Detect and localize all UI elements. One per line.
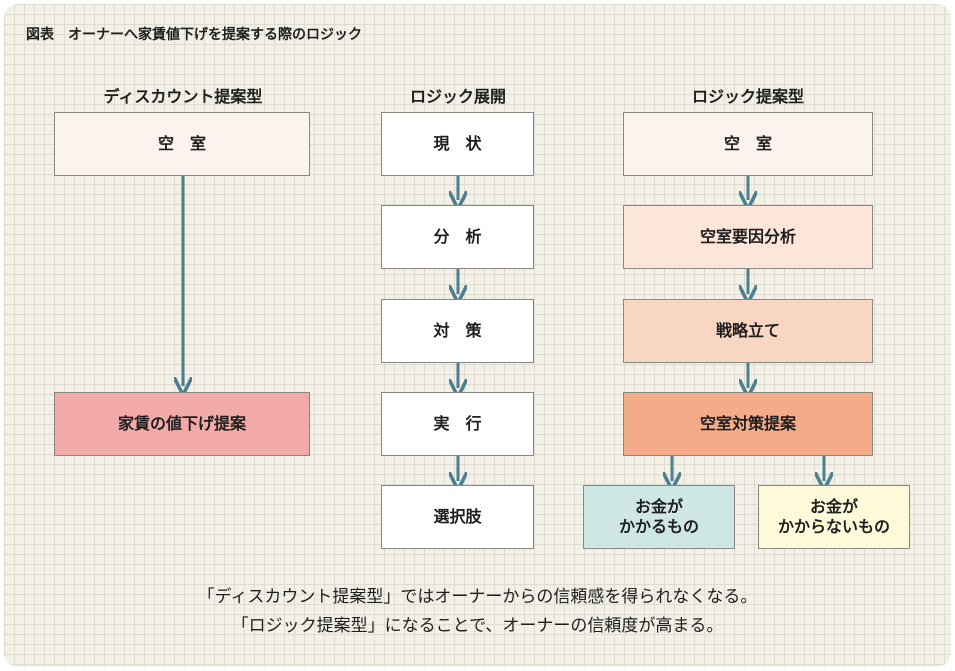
heading-logic-flow: ロジック展開: [409, 87, 506, 106]
proposal-vacancy-box: 空 室: [623, 112, 873, 176]
box-label: 現 状: [433, 134, 482, 153]
option-label-line1: お金が: [634, 497, 683, 516]
option-costly-box: お金が かかるもの: [583, 485, 735, 549]
note-logic: 「ロジック提案型」になることで、オーナーの信頼度が高まる。: [231, 616, 724, 636]
box-label: 空 室: [157, 134, 206, 153]
box-label: 選択肢: [433, 507, 482, 526]
flow-arrows: [4, 176, 951, 667]
flow-options-box: 選択肢: [381, 485, 534, 549]
option-label-line2: かかるもの: [618, 517, 699, 536]
box-label: 実 行: [433, 414, 482, 433]
option-label-line2: かからないもの: [777, 517, 890, 536]
flow-measure-box: 対 策: [381, 299, 534, 363]
proposal-countermeasure-box: 空室対策提案: [623, 392, 873, 456]
flow-analysis-box: 分 析: [381, 205, 534, 269]
flow-execute-box: 実 行: [381, 392, 534, 456]
option-free-box: お金が かからないもの: [758, 485, 910, 549]
diagram-figure: 図表 オーナーへ家賃値下げを提案する際のロジック ディスカウント提案型 ロジック…: [4, 4, 951, 667]
heading-discount: ディスカウント提案型: [103, 87, 263, 106]
flow-current-box: 現 状: [381, 112, 534, 176]
discount-rent-reduction-box: 家賃の値下げ提案: [54, 392, 310, 456]
discount-vacancy-box: 空 室: [54, 112, 310, 176]
box-label: 家賃の値下げ提案: [117, 414, 246, 433]
proposal-strategy-box: 戦略立て: [623, 299, 873, 363]
box-label: 戦略立て: [715, 321, 780, 340]
box-label: 分 析: [433, 227, 482, 246]
figure-title: 図表 オーナーへ家賃値下げを提案する際のロジック: [26, 27, 362, 43]
box-label: 空 室: [723, 134, 772, 153]
proposal-cause-analysis-box: 空室要因分析: [623, 205, 873, 269]
note-discount: 「ディスカウント提案型」ではオーナーからの信頼感を得られなくなる。: [197, 587, 758, 607]
box-label: 空室要因分析: [699, 227, 796, 246]
box-label: 対 策: [433, 321, 482, 340]
heading-logic-proposal: ロジック提案型: [691, 87, 804, 106]
option-label-line1: お金が: [809, 497, 858, 516]
box-label: 空室対策提案: [699, 414, 796, 433]
